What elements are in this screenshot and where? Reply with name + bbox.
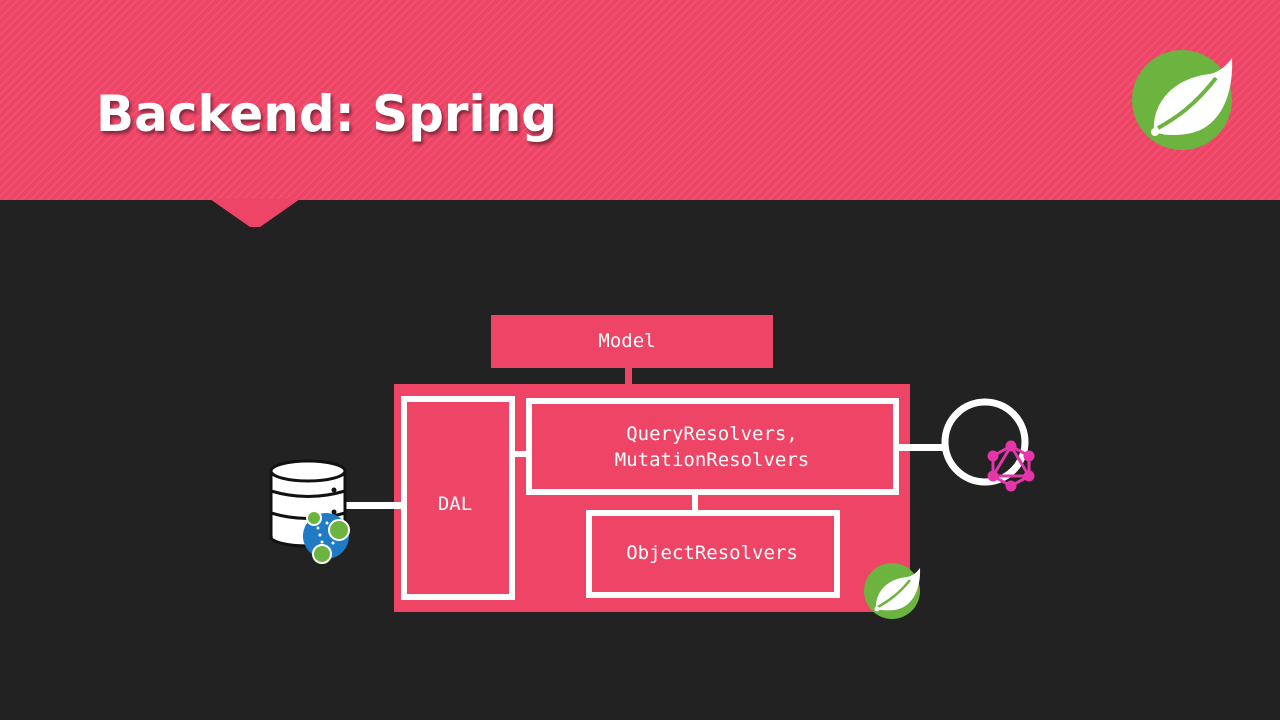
endpoint-connector <box>896 444 944 451</box>
spring-leaf-icon <box>1132 50 1233 150</box>
resolvers-line2: MutationResolvers <box>615 449 809 471</box>
spring-leaf-icon <box>864 563 921 619</box>
resolvers-line1: QueryResolvers, <box>626 423 798 445</box>
object-resolvers-label: ObjectResolvers <box>626 542 798 564</box>
title-banner <box>0 0 1280 200</box>
object-resolvers-box: ObjectResolvers <box>586 510 840 598</box>
resolvers-object-connector <box>692 492 698 513</box>
dal-label: DAL <box>438 493 472 515</box>
graphql-icon <box>987 440 1035 492</box>
neo4j-graph-icon <box>303 510 350 564</box>
model-label: Model <box>598 330 655 352</box>
dal-box: DAL <box>401 396 515 600</box>
model-box: Model <box>491 315 773 368</box>
query-mutation-resolvers-box: QueryResolvers, MutationResolvers <box>526 398 899 495</box>
dal-resolvers-connector <box>512 451 529 457</box>
slide-title: Backend: Spring <box>96 85 558 143</box>
spring-container <box>394 384 910 612</box>
banner-notch <box>210 199 300 227</box>
model-connector <box>625 367 632 385</box>
endpoint-circle-icon <box>941 398 1029 486</box>
database-connector <box>340 502 404 509</box>
